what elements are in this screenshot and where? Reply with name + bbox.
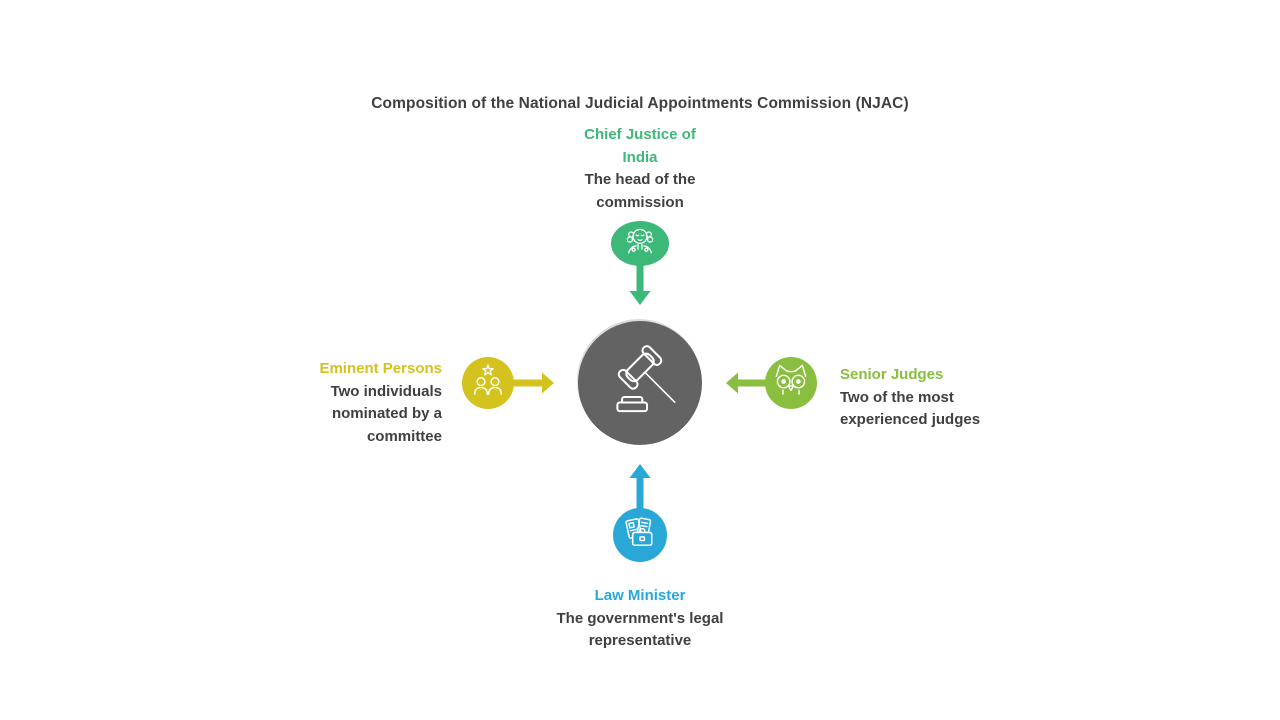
arrow-top-to-center	[629, 254, 651, 305]
node-desc-law-minister: The government's legal representative	[556, 609, 724, 650]
node-bottom-text: Law Minister The government's legal repr…	[545, 585, 735, 653]
node-label-eminent-persons: Eminent Persons	[319, 360, 442, 377]
chief-justice-node	[611, 221, 669, 266]
diagram-title: Composition of the National Judicial App…	[371, 95, 909, 112]
node-left-text: Eminent Persons Two individuals nominate…	[282, 358, 442, 448]
node-right-text: Senior Judges Two of the most experience…	[840, 364, 1010, 432]
node-label-law-minister: Law Minister	[594, 587, 686, 604]
arrow-right-to-center	[726, 372, 775, 394]
judge-icon	[621, 225, 659, 263]
arrow-left-to-center	[505, 372, 554, 394]
owl-icon	[769, 361, 813, 405]
eminent-persons-node	[462, 357, 514, 409]
njac-center-node	[578, 321, 702, 445]
node-desc-chief-justice: The head of the commission	[584, 171, 696, 211]
law-minister-node	[613, 508, 667, 562]
gavel-icon	[601, 344, 679, 422]
arrow-bottom-to-center	[629, 464, 651, 514]
briefcase-icon	[618, 513, 662, 557]
node-desc-senior-judges: Two of the most experienced judges	[840, 388, 981, 429]
node-label-chief-justice: Chief Justice of India	[584, 126, 696, 166]
people-star-icon	[467, 362, 509, 404]
node-top-text: Chief Justice of India The head of the c…	[578, 124, 702, 214]
node-desc-eminent-persons: Two individuals nominated by a committee	[330, 382, 442, 445]
node-label-senior-judges: Senior Judges	[840, 366, 944, 383]
senior-judges-node	[765, 357, 817, 409]
